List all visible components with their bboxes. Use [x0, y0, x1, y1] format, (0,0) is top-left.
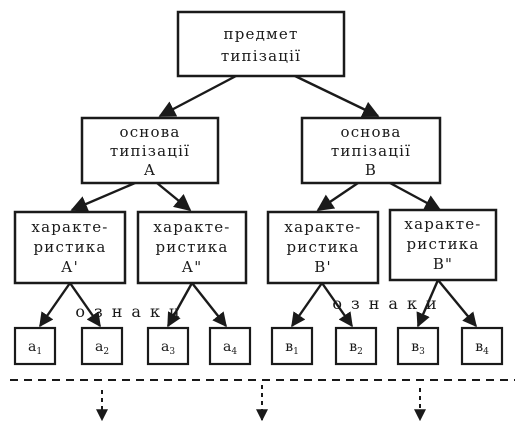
features-label-left: ознаки [75, 302, 188, 321]
leaf-b4-label: в4 [475, 339, 489, 357]
characteristic-node-b1: характе- ристика В' [266, 210, 380, 285]
leaf-b1: в1 [270, 326, 314, 366]
leaf-b4: в4 [460, 326, 504, 366]
leaf-b2-label: в2 [349, 339, 363, 357]
arrow-base-b-to-char-3 [316, 182, 359, 211]
arrow-root-to-base-b [294, 74, 380, 118]
characteristic-node-b2: характе- ристика В" [388, 208, 498, 282]
leaf-b3-label: в3 [411, 339, 425, 357]
arrow-base-a-to-char-1 [70, 181, 136, 212]
char-b2-line-1: характе- [404, 215, 481, 233]
char-a1-line-2: ристика [33, 238, 106, 256]
arrow-char-3-to-leaf-6 [321, 282, 353, 328]
leaf-b2: в2 [334, 326, 378, 366]
base-b-line-3: В [365, 161, 377, 179]
char-a1-line-1: характе- [31, 218, 108, 236]
root-line-1: предмет [224, 25, 299, 43]
char-a2-line-2: ристика [155, 238, 228, 256]
base-node-a: основа типізації А [80, 116, 220, 185]
arrow-base-b-to-char-4 [389, 181, 442, 212]
root-line-2: типізації [221, 47, 301, 65]
leaf-a2: а2 [80, 326, 124, 366]
base-node-b: основа типізації В [300, 116, 442, 185]
char-b2-line-3: В" [433, 255, 453, 273]
characteristic-node-a1: характе- ристика А' [13, 210, 127, 285]
leaf-a4-label: а4 [223, 339, 237, 357]
leaf-a3-label: а3 [161, 339, 175, 357]
base-a-line-1: основа [119, 123, 180, 141]
char-a1-line-3: А' [61, 258, 79, 276]
char-b1-line-1: характе- [284, 218, 361, 236]
char-a2-line-3: А" [182, 258, 203, 276]
leaf-a3: а3 [146, 326, 190, 366]
leaf-a1-label: а1 [28, 339, 42, 357]
arrow-char-3-to-leaf-5 [291, 282, 323, 328]
char-b1-line-2: ристика [286, 238, 359, 256]
arrow-char-2-to-leaf-4 [191, 282, 227, 328]
arrow-char-1-to-leaf-2 [69, 282, 101, 328]
arrow-root-to-base-a [158, 74, 237, 118]
leaf-a2-label: а2 [95, 339, 109, 357]
char-b1-line-3: В' [314, 258, 332, 276]
char-b2-line-2: ристика [406, 235, 479, 253]
arrow-char-1-to-leaf-1 [39, 282, 71, 328]
base-a-line-3: А [144, 161, 157, 179]
base-b-line-2: типізації [331, 142, 411, 160]
leaf-a4: а4 [208, 326, 252, 366]
root-node: предмет типізації [176, 10, 346, 78]
arrow-char-2-to-leaf-3 [166, 282, 194, 328]
arrow-char-4-to-leaf-8 [437, 279, 477, 328]
char-a2-line-1: характе- [153, 218, 230, 236]
leaf-b1-label: в1 [285, 339, 299, 357]
arrow-base-a-to-char-2 [156, 182, 192, 212]
features-label-right: ознаки [332, 294, 445, 313]
characteristic-node-a2: характе- ристика А" [136, 210, 248, 285]
leaf-a1: а1 [13, 326, 57, 366]
leaf-b3: в3 [396, 326, 440, 366]
base-a-line-2: типізації [110, 142, 190, 160]
arrow-char-4-to-leaf-7 [416, 279, 440, 328]
base-b-line-1: основа [340, 123, 401, 141]
